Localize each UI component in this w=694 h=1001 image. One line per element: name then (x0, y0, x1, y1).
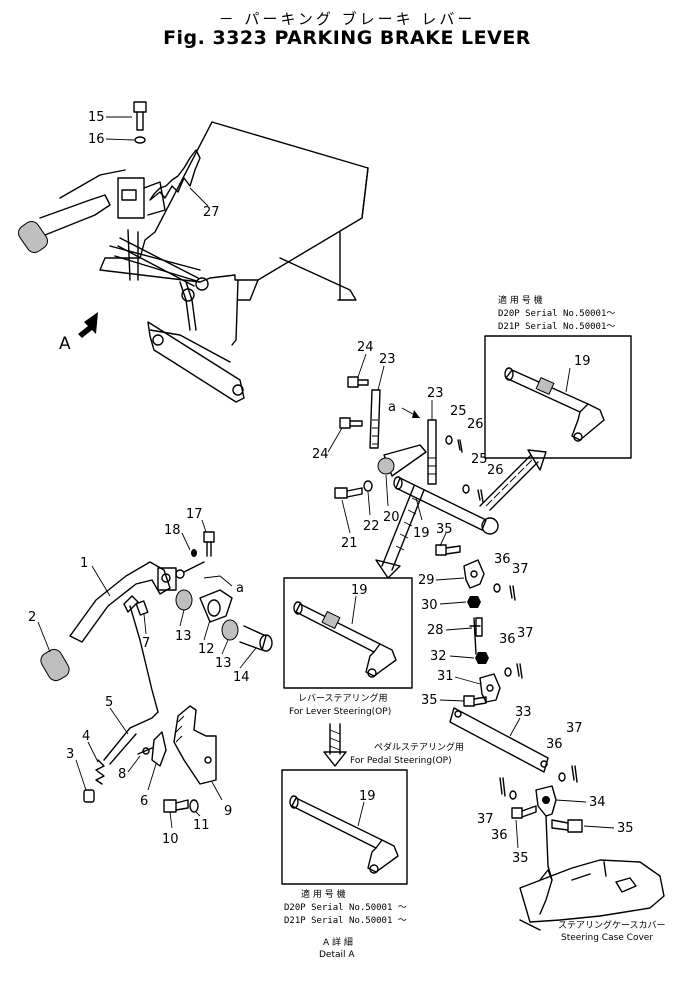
ref-marker-a-right: a (388, 400, 396, 415)
callout-10: 10 (162, 832, 179, 847)
callout-35-d: 35 (512, 851, 529, 866)
callout-19-mid: 19 (413, 526, 430, 541)
callout-32: 32 (430, 649, 447, 664)
lever-steering-box: 19 レバーステアリング用 For Lever Steering(OP) (283, 577, 413, 767)
lever-steering-en: For Lever Steering(OP) (289, 707, 391, 717)
callout-23-right: 23 (427, 386, 444, 401)
callout-36-c: 36 (546, 737, 563, 752)
callout-24-top: 24 (357, 340, 374, 355)
callout-20: 20 (383, 510, 400, 525)
figure-title: Fig. 3323 PARKING BRAKE LEVER (163, 27, 531, 49)
callout-24-bottom: 24 (312, 447, 329, 462)
figure-title-japanese: － パーキング ブレーキ レバー (218, 10, 476, 28)
callouts-left-lever: 17 18 1 2 7 13 12 13 14 5 4 3 8 6 9 10 1… (28, 507, 257, 847)
callout-35-c: 35 (617, 821, 634, 836)
steering-case-cover-en: Steering Case Cover (561, 933, 653, 943)
detail-caption-jp: A 詳 細 (323, 936, 353, 948)
callout-2: 2 (28, 610, 36, 625)
linkage-assembly (435, 544, 665, 931)
callout-14: 14 (233, 670, 250, 685)
callout-3: 3 (66, 747, 74, 762)
callout-25-top: 25 (450, 404, 467, 419)
callout-35-b: 35 (421, 693, 438, 708)
callout-27: 27 (203, 205, 220, 220)
callout-13-b: 13 (215, 656, 232, 671)
callouts-cross-shaft: 24 23 23 25 26 24 25 26 21 22 20 19 (312, 340, 504, 551)
callout-37-a: 37 (512, 562, 529, 577)
serial-box-bottom-line2: D21P Serial No.50001 ～ (284, 916, 407, 926)
callout-31: 31 (437, 669, 454, 684)
callout-36-a: 36 (494, 552, 511, 567)
callout-35-a: 35 (436, 522, 453, 537)
pedal-steering-en: For Pedal Steering(OP) (350, 756, 452, 766)
callout-22: 22 (363, 519, 380, 534)
pedal-steering-box: ペダルステアリング用 For Pedal Steering(OP) 19 適 用… (281, 741, 464, 960)
callout-26-top: 26 (467, 417, 484, 432)
callout-21: 21 (341, 536, 358, 551)
callout-34: 34 (589, 795, 606, 810)
callouts-linkage: 35 29 36 37 30 28 36 37 32 31 35 33 36 3… (418, 522, 666, 943)
callout-37-d: 37 (477, 812, 494, 827)
callout-5: 5 (105, 695, 113, 710)
callout-30: 30 (421, 598, 438, 613)
callout-18: 18 (164, 523, 181, 538)
callout-23-left: 23 (379, 352, 396, 367)
cross-shaft-assembly: a (334, 376, 547, 579)
callout-12: 12 (198, 642, 215, 657)
callout-4: 4 (82, 729, 90, 744)
callouts-top-left: 15 16 27 A (59, 110, 220, 354)
callout-17: 17 (186, 507, 203, 522)
callout-1: 1 (80, 556, 88, 571)
callout-25-bottom: 25 (471, 452, 488, 467)
callout-8: 8 (118, 767, 126, 782)
callout-29: 29 (418, 573, 435, 588)
callout-37-c: 37 (566, 721, 583, 736)
callout-36-d: 36 (491, 828, 508, 843)
callout-36-b: 36 (499, 632, 516, 647)
pedal-steering-jp: ペダルステアリング用 (374, 741, 464, 753)
callout-37-b: 37 (517, 626, 534, 641)
serial-box-top-heading: 適 用 号 機 (498, 294, 543, 306)
ref-marker-a-left: a (236, 581, 244, 596)
callout-26-bottom: 26 (487, 463, 504, 478)
callout-11: 11 (193, 818, 210, 833)
detail-marker-a: A (59, 334, 71, 354)
serial-box-bottom-heading: 適 用 号 機 (301, 888, 346, 900)
serial-applicability-box-top: 適 用 号 機 D20P Serial No.50001～ D21P Seria… (484, 294, 632, 459)
callout-9: 9 (224, 804, 232, 819)
callout-6: 6 (140, 794, 148, 809)
lever-steering-jp: レバーステアリング用 (298, 692, 388, 704)
callout-16: 16 (88, 132, 105, 147)
callout-7: 7 (142, 636, 150, 651)
serial-box-top-line2: D21P Serial No.50001～ (498, 322, 615, 332)
floor-plate-assembly (18, 101, 369, 403)
detail-caption-en: Detail A (319, 950, 355, 960)
callout-19-pedal: 19 (359, 789, 376, 804)
callout-13-a: 13 (175, 629, 192, 644)
callout-28: 28 (427, 623, 444, 638)
callout-19-lever: 19 (351, 583, 368, 598)
serial-box-top-line1: D20P Serial No.50001～ (498, 309, 615, 319)
callout-19-top: 19 (574, 354, 591, 369)
serial-box-bottom-line1: D20P Serial No.50001 ～ (284, 903, 407, 913)
callout-15: 15 (88, 110, 105, 125)
callout-33: 33 (515, 705, 532, 720)
steering-case-cover-jp: ステアリングケースカバー (558, 919, 666, 931)
